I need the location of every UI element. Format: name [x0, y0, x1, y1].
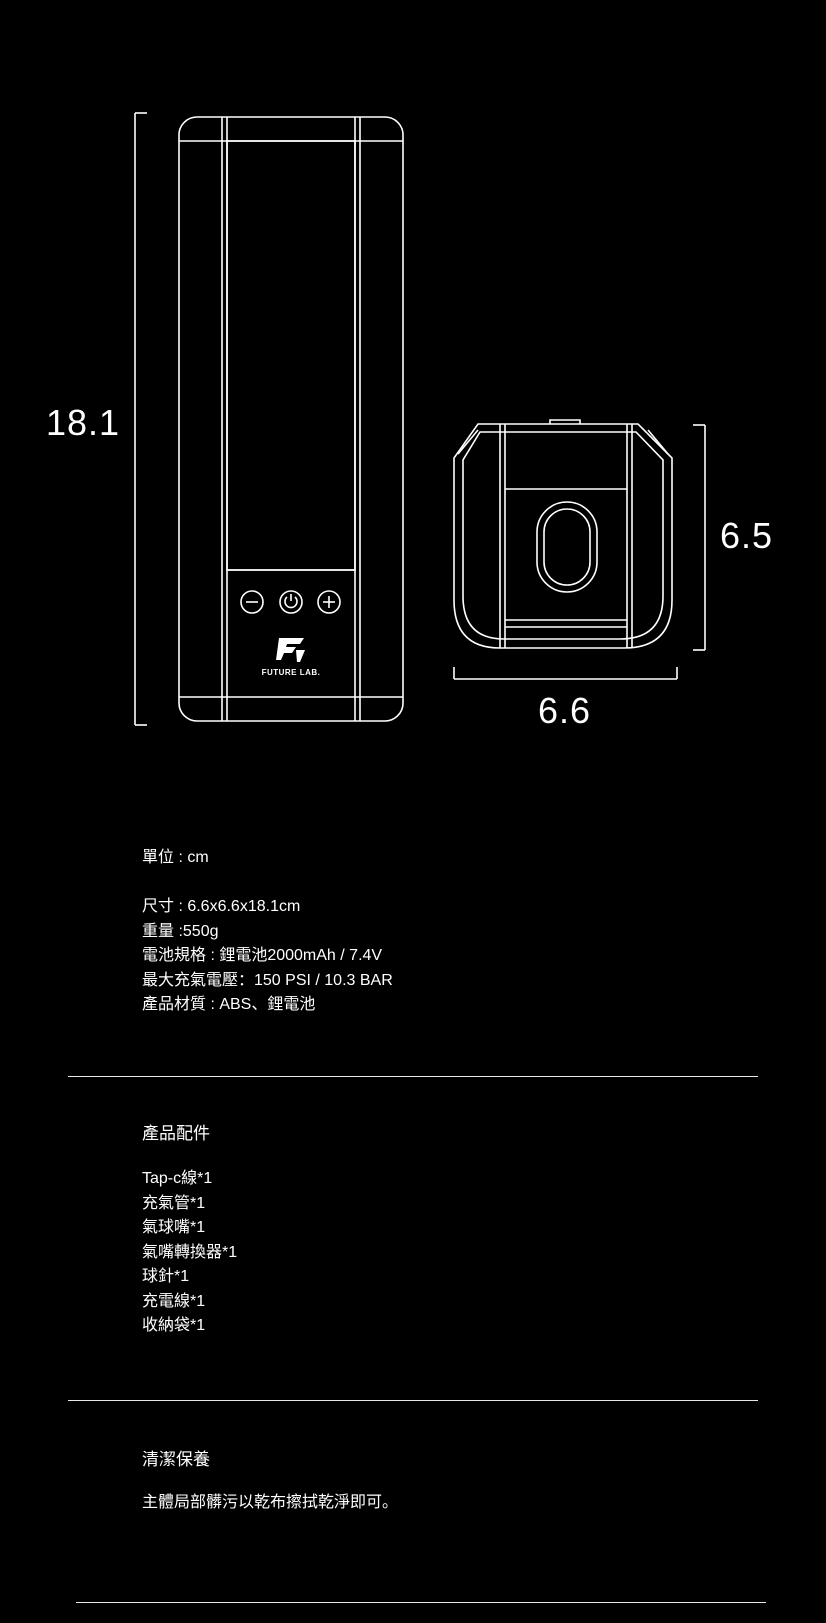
care-text: 主體局部髒污以乾布擦拭乾淨即可。	[142, 1494, 399, 1511]
minus-icon	[240, 590, 264, 614]
brand-text: FUTURE LAB.	[262, 668, 321, 677]
power-icon	[279, 590, 303, 614]
divider	[76, 1602, 766, 1603]
care-title: 清潔保養	[142, 1450, 210, 1469]
depth-dimension-label: 6.5	[720, 515, 774, 556]
height-dimension-label: 18.1	[46, 402, 121, 443]
list-item: 充氣管*1	[142, 1194, 206, 1212]
list-item: 氣球嘴*1	[142, 1219, 206, 1236]
spec-item-battery: 電池規格 : 鋰電池2000mAh / 7.4V	[142, 947, 383, 964]
list-item: Tap-c線*1	[142, 1170, 213, 1187]
accessories-list: Tap-c線*1 充氣管*1 氣球嘴*1 氣嘴轉換器*1 球針*1 充電線*1 …	[142, 1167, 237, 1339]
plus-icon	[317, 590, 341, 614]
spec-item-weight: 重量 :550g	[142, 922, 219, 940]
device-front-view	[178, 116, 404, 722]
list-item: 充電線*1	[142, 1292, 206, 1310]
width-dimension-label: 6.6	[538, 690, 592, 731]
brand-logo-icon	[276, 638, 305, 662]
spec-item-material: 產品材質 : ABS、鋰電池	[142, 996, 316, 1013]
list-item: 氣嘴轉換器*1	[142, 1243, 238, 1261]
unit-line: 單位 : cm	[142, 849, 209, 866]
spec-list: 尺寸 : 6.6x6.6x18.1cm 重量 :550g 電池規格 : 鋰電池2…	[142, 895, 393, 1018]
list-item: 球針*1	[142, 1268, 190, 1285]
device-side-view	[453, 419, 673, 649]
width-bracket	[453, 667, 678, 680]
spec-item-size: 尺寸 : 6.6x6.6x18.1cm	[142, 898, 301, 915]
spec-item-pressure: 最大充氣電壓：150 PSI / 10.3 BAR	[142, 971, 393, 989]
product-dimension-drawing: FUTURE LAB.	[134, 112, 706, 726]
divider	[68, 1076, 758, 1077]
list-item: 收納袋*1	[142, 1317, 206, 1334]
accessories-title: 產品配件	[142, 1124, 210, 1143]
divider	[68, 1400, 758, 1401]
depth-bracket	[693, 424, 706, 651]
height-bracket	[134, 112, 147, 726]
